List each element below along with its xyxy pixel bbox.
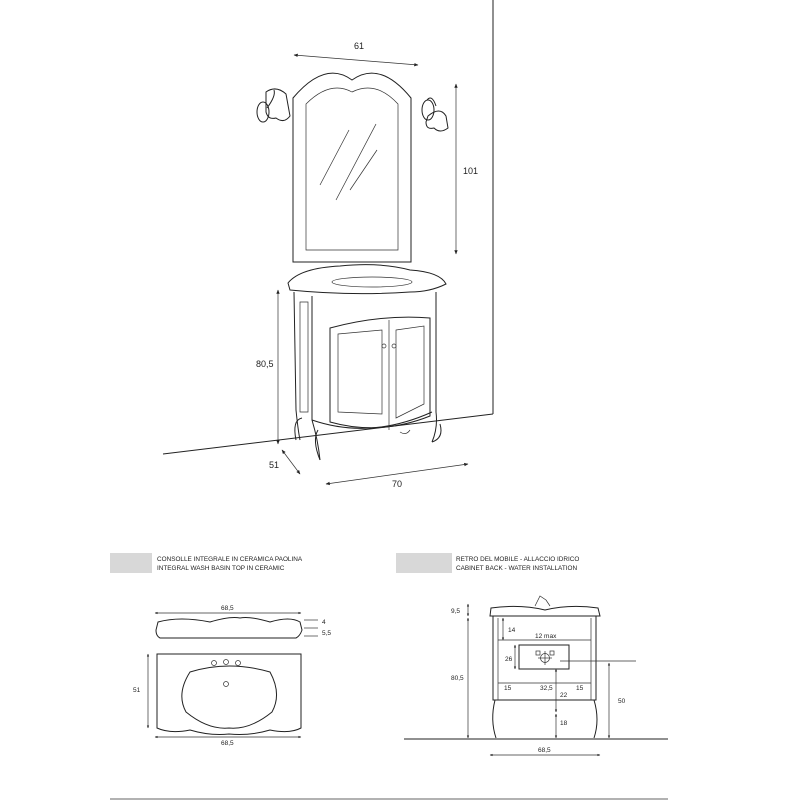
wall-lamp-left [256, 88, 291, 123]
dim-label-mirror-width: 61 [354, 41, 364, 51]
back-caption-italian: RETRO DEL MOBILE - ALLACCIO IDRICO [456, 556, 579, 563]
back-caption-english: CABINET BACK - WATER INSTALLATION [456, 565, 577, 572]
dim-label-basin-depth: 51 [133, 687, 141, 694]
tap-hole-center [223, 659, 229, 665]
dim-line-cabinet-depth [281, 449, 301, 475]
basin-caption-box [110, 553, 152, 573]
dim-label-top-gap: 14 [508, 627, 516, 634]
dim-label-opening-width: 32,5 [540, 685, 553, 692]
main-view: 61 101 80,5 51 70 [162, 0, 494, 489]
mirror [292, 72, 412, 263]
dim-label-cabinet-height: 80,5 [256, 359, 274, 369]
basin-bowl [181, 665, 277, 729]
back-cabinet-body [492, 615, 597, 701]
dim-label-mirror-height: 101 [463, 166, 478, 176]
dim-label-base-width: 68,5 [538, 747, 551, 754]
dim-label-max-note: 12 max [535, 633, 557, 640]
dim-label-top-offset: 9,5 [451, 608, 460, 615]
dim-label-basin-plan-width: 68,5 [221, 740, 234, 747]
wall-lamp-right [421, 97, 449, 132]
tap-hole-right [235, 660, 241, 666]
back-section: RETRO DEL MOBILE - ALLACCIO IDRICO CABIN… [396, 553, 668, 757]
dim-label-gap-below: 22 [560, 692, 568, 699]
floor-line [162, 413, 494, 455]
back-caption-box [396, 553, 452, 573]
dim-line-cabinet-width [325, 462, 469, 486]
basin-caption-english: INTEGRAL WASH BASIN TOP IN CERAMIC [157, 565, 285, 572]
dim-label-left-margin: 15 [504, 685, 512, 692]
back-basin-top [489, 605, 601, 617]
basin-caption-italian: CONSOLLE INTEGRALE IN CERAMICA PAOLINA [157, 556, 303, 563]
dim-label-total-height: 80,5 [451, 675, 464, 682]
back-leg-left [492, 699, 497, 739]
dim-label-basin-width: 68,5 [221, 605, 234, 612]
back-leg-right [593, 699, 598, 739]
back-service-opening [518, 644, 570, 670]
basin-side-profile [155, 617, 303, 639]
drain-hole [223, 681, 229, 687]
dim-label-outlet-height: 50 [618, 698, 626, 705]
dim-label-cabinet-width: 70 [392, 479, 402, 489]
vanity-cabinet [287, 264, 447, 461]
basin-section: CONSOLLE INTEGRALE IN CERAMICA PAOLINA I… [110, 553, 331, 747]
dim-label-right-margin: 15 [576, 685, 584, 692]
tap-hole-left [211, 660, 217, 666]
dim-label-cabinet-depth: 51 [269, 460, 279, 470]
dim-label-basin-thickness-a: 4 [322, 619, 326, 626]
dim-label-base-height: 18 [560, 720, 568, 727]
dim-label-basin-thickness-b: 5,5 [322, 630, 331, 637]
basin-plan-outline [156, 653, 302, 735]
dim-line-mirror-width [293, 53, 419, 67]
dim-label-opening-height: 26 [505, 656, 513, 663]
